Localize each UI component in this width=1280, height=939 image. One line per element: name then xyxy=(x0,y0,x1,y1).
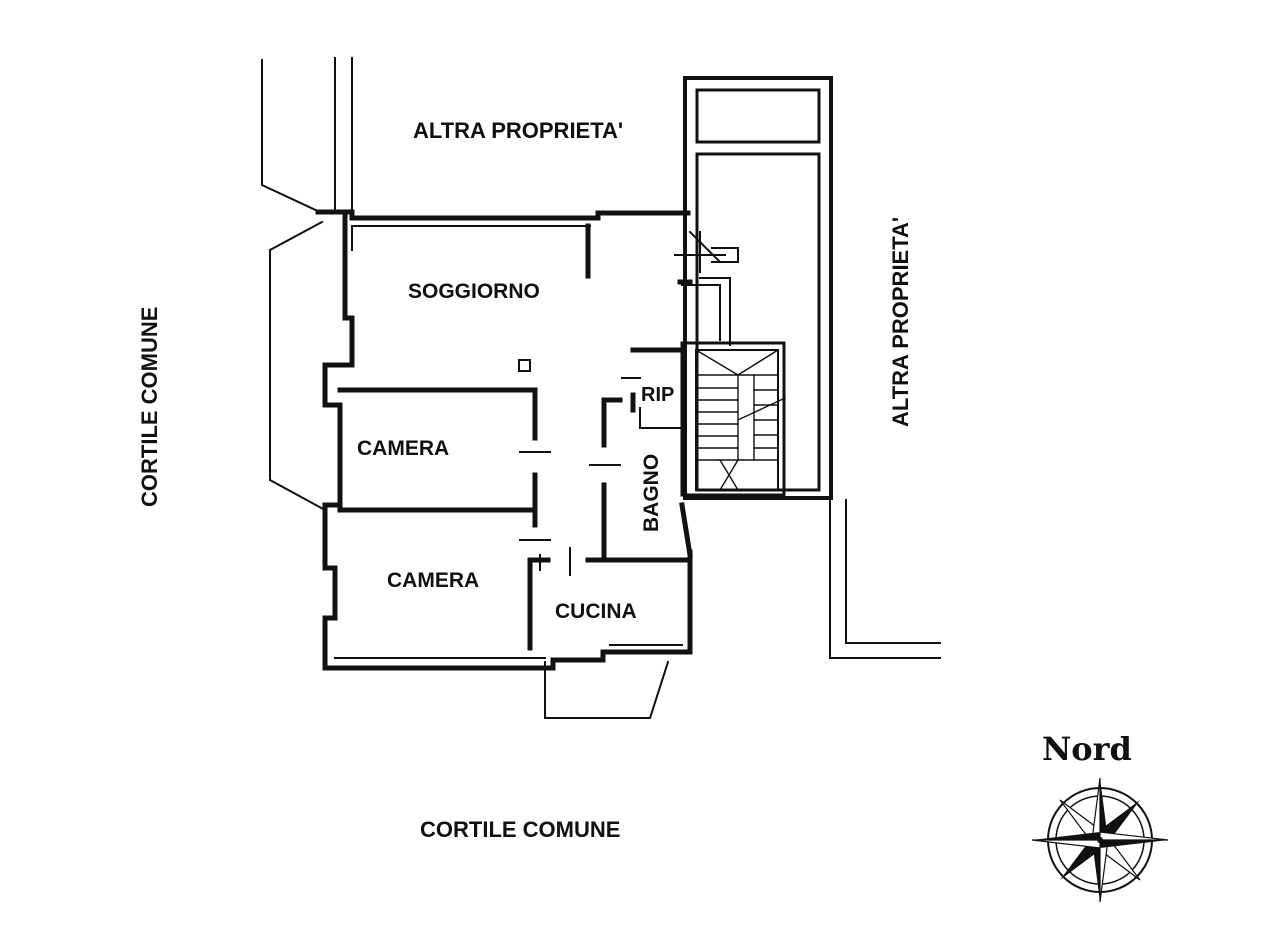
east-block-corridor xyxy=(695,152,821,492)
room-label-bedroom-2: CAMERA xyxy=(387,569,479,592)
wall-bath-east xyxy=(679,502,693,558)
west-bay-line xyxy=(269,220,327,512)
thin-partitions xyxy=(518,230,739,576)
room-label-living: SOGGIORNO xyxy=(408,280,540,303)
label-west-courtyard: CORTILE COMUNE xyxy=(137,307,162,507)
room-label-bedroom-1: CAMERA xyxy=(357,437,449,460)
south-wall xyxy=(322,549,693,671)
west-boundary-line xyxy=(261,59,324,215)
label-south-courtyard: CORTILE COMUNE xyxy=(420,817,620,842)
east-block-outer xyxy=(683,76,833,500)
labels: ALTRA PROPRIETA' ALTRA PROPRIETA' CORTIL… xyxy=(137,118,913,842)
stair-core xyxy=(680,341,786,497)
column-marker xyxy=(518,359,531,372)
compass: Nord xyxy=(1031,730,1169,903)
compass-rose-icon xyxy=(1031,777,1169,903)
label-north-neighbor: ALTRA PROPRIETA' xyxy=(413,118,623,143)
stair-outer xyxy=(680,341,786,497)
partitions xyxy=(337,223,693,651)
wall-kitchen-west xyxy=(527,557,551,651)
wall-rip-west xyxy=(601,397,623,448)
east-boundary-line xyxy=(829,499,941,659)
east-block-top-room xyxy=(695,88,821,144)
west-wall xyxy=(322,209,355,671)
room-label-kitchen: CUCINA xyxy=(555,600,637,623)
south-balcony-line xyxy=(544,660,670,719)
entry-wall xyxy=(681,284,721,341)
entry-wall-b xyxy=(699,277,731,346)
surroundings xyxy=(261,57,941,719)
stair-treads xyxy=(695,349,786,491)
apartment-walls xyxy=(315,209,693,671)
room-label-bathroom: BAGNO xyxy=(640,454,663,532)
east-boundary-line-inner xyxy=(845,499,941,644)
north-wall xyxy=(315,209,691,221)
label-east-neighbor: ALTRA PROPRIETA' xyxy=(888,217,913,427)
compass-label: Nord xyxy=(1042,730,1132,768)
room-label-storage: RIP xyxy=(641,384,674,406)
